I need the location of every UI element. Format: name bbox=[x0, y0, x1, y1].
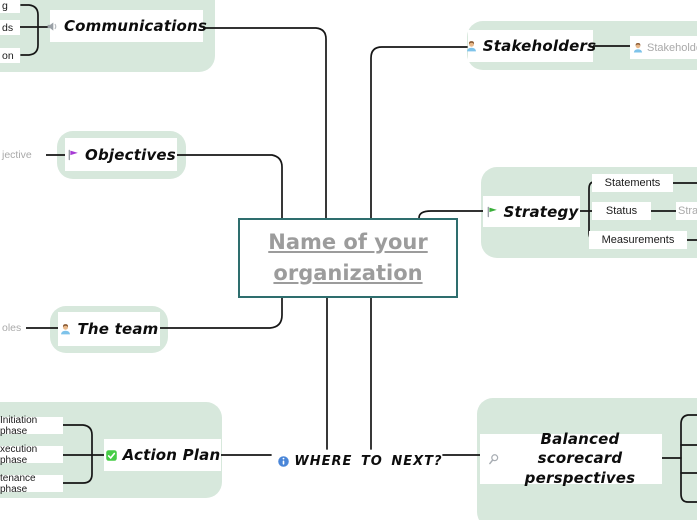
objectives-child-label: jective bbox=[2, 149, 32, 161]
action-plan-child-node[interactable]: tenance phase bbox=[0, 472, 63, 495]
objectives-child-node[interactable]: jective bbox=[0, 147, 46, 163]
status-child-label: Stra bbox=[678, 205, 697, 217]
communications-child-node[interactable]: ds bbox=[0, 20, 20, 35]
node-stakeholders-label: Stakeholders bbox=[482, 37, 597, 55]
status-child-node[interactable]: Stra bbox=[676, 202, 697, 220]
magnifier-icon bbox=[487, 453, 500, 466]
node-where-next[interactable]: WHERE TO NEXT? bbox=[276, 449, 444, 473]
strategy-child-status[interactable]: Status bbox=[592, 202, 651, 220]
strategy-child-label: Status bbox=[605, 205, 638, 217]
communications-child-node[interactable]: g bbox=[0, 0, 20, 13]
person-icon bbox=[59, 323, 72, 336]
action-plan-child-label: xecution phase bbox=[0, 443, 38, 466]
action-plan-child-node[interactable]: xecution phase bbox=[0, 443, 63, 466]
node-objectives[interactable]: Objectives bbox=[65, 138, 177, 171]
node-communications[interactable]: Communications bbox=[47, 10, 207, 42]
node-stakeholders[interactable]: Stakeholders bbox=[465, 30, 597, 62]
node-objectives-label: Objectives bbox=[85, 145, 176, 164]
node-balanced-scorecard-label: Balanced scorecard perspectives bbox=[524, 429, 636, 487]
flag-purple-icon bbox=[66, 148, 80, 162]
check-icon bbox=[105, 449, 118, 462]
action-plan-child-label: tenance phase bbox=[0, 472, 36, 495]
stakeholders-child-node[interactable]: Stakeholder bbox=[630, 36, 697, 59]
node-action-plan-label: Action Plan bbox=[122, 446, 221, 464]
communications-child-label: ds bbox=[2, 21, 14, 34]
node-balanced-scorecard[interactable]: Balanced scorecard perspectives bbox=[480, 430, 662, 487]
flag-green-icon bbox=[485, 205, 499, 219]
action-plan-child-label: Initiation phase bbox=[0, 414, 38, 437]
node-team-label: The team bbox=[77, 320, 159, 338]
strategy-child-label: Measurements bbox=[601, 234, 675, 246]
team-child-node[interactable]: oles bbox=[0, 320, 26, 336]
strategy-child-label: Statements bbox=[604, 177, 661, 189]
strategy-child-statements[interactable]: Statements bbox=[592, 174, 673, 192]
team-child-label: oles bbox=[2, 322, 22, 334]
communications-child-label: on bbox=[2, 49, 14, 62]
stakeholders-child-label: Stakeholder bbox=[647, 41, 697, 54]
node-where-next-label: WHERE TO NEXT? bbox=[294, 453, 443, 469]
action-plan-child-node[interactable]: Initiation phase bbox=[0, 414, 63, 437]
center-node-organization[interactable]: Name of your organization bbox=[238, 218, 458, 298]
node-action-plan[interactable]: Action Plan bbox=[104, 439, 221, 471]
communications-child-label: g bbox=[2, 0, 8, 12]
communications-child-node[interactable]: on bbox=[0, 48, 20, 63]
node-strategy-label: Strategy bbox=[503, 202, 579, 221]
person-icon bbox=[465, 40, 478, 53]
info-icon bbox=[277, 455, 290, 468]
person-icon bbox=[632, 42, 644, 54]
strategy-child-measurements[interactable]: Measurements bbox=[589, 231, 687, 249]
node-communications-label: Communications bbox=[63, 17, 208, 35]
center-node-label: Name of your organization bbox=[268, 229, 428, 286]
node-strategy[interactable]: Strategy bbox=[483, 196, 580, 227]
speaker-icon bbox=[46, 20, 59, 33]
node-team[interactable]: The team bbox=[58, 312, 160, 346]
